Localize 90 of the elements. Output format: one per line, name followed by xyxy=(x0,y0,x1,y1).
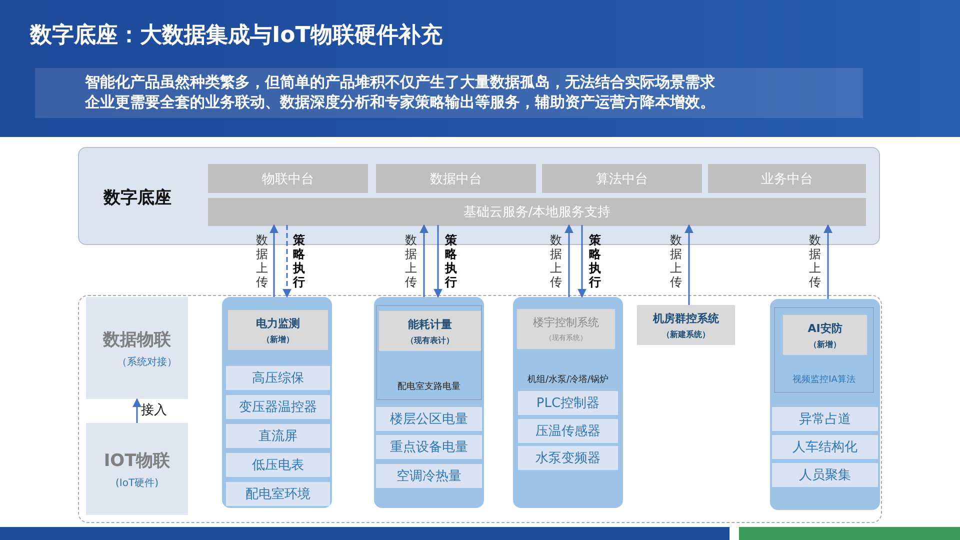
panel-note: 机组/水泵/冷塔/锅炉 xyxy=(526,374,610,386)
platform-band xyxy=(78,147,880,245)
system-column xyxy=(770,299,880,510)
box-label: 楼层公区电量 xyxy=(390,411,468,428)
arrow xyxy=(270,224,278,297)
system-column xyxy=(513,297,623,508)
edge-label: 策略执行 xyxy=(588,233,602,289)
box-label: 变压器温控器 xyxy=(239,399,317,416)
box-sublabel: （系统对接） xyxy=(116,356,177,368)
box-label: 基础云服务/本地服务支持 xyxy=(463,204,611,221)
device-box xyxy=(376,435,482,459)
arrow xyxy=(420,224,428,297)
device-box xyxy=(226,395,330,419)
box-label: 数据物联 xyxy=(103,328,171,350)
edge-label: 数据上传 xyxy=(808,233,822,289)
panel-note: 视频监控IA算法 xyxy=(792,374,856,386)
platform-box xyxy=(708,164,866,193)
title: 数字底座：大数据集成与IoT物联硬件补充 xyxy=(30,22,442,50)
system-header-box xyxy=(517,309,615,349)
arrow xyxy=(564,224,574,297)
system-panel xyxy=(774,307,874,393)
edge-label: 数据上传 xyxy=(669,233,683,289)
box-sublabel: （新建系统） xyxy=(662,328,710,340)
box-label: 压温传感器 xyxy=(536,423,600,440)
subtitle-text: 企业更需要全套的业务联动、数据深度分析和专家策略输出等服务，辅助资产运营方降本增效。 xyxy=(85,93,715,112)
box-label: 算法中台 xyxy=(596,170,648,188)
edge-label: 数据上传 xyxy=(255,233,269,289)
box-label: 物联中台 xyxy=(262,170,314,188)
edge-label: 策略执行 xyxy=(292,233,306,289)
box-label: 空调冷热量 xyxy=(396,468,462,485)
box-label: 业务中台 xyxy=(761,170,813,188)
box-label: 水泵变频器 xyxy=(536,450,600,467)
system-header-box xyxy=(637,305,735,345)
platform-box xyxy=(208,164,368,193)
edge-label: 接入 xyxy=(141,402,167,419)
device-box xyxy=(226,482,330,506)
device-box xyxy=(772,407,878,431)
edge-label: 策略执行 xyxy=(444,233,458,289)
arrow xyxy=(434,225,442,298)
box-label: 高压综保 xyxy=(252,370,304,387)
box-label: 配电室环境 xyxy=(246,486,310,503)
system-header-box xyxy=(379,311,481,351)
edge-label: 数据上传 xyxy=(404,233,418,289)
platform-box xyxy=(208,198,866,226)
system-header-box xyxy=(228,310,328,350)
system-column xyxy=(222,297,332,508)
arrow xyxy=(684,224,694,305)
device-box xyxy=(226,424,330,448)
device-box xyxy=(518,391,618,415)
box-label: 异常占道 xyxy=(799,411,851,428)
platform-box xyxy=(376,164,536,193)
device-box xyxy=(226,453,330,477)
box-label: 能耗计量 xyxy=(408,316,452,332)
device-box xyxy=(376,407,482,431)
section-title: 数字底座 xyxy=(102,187,172,209)
box-sublabel: (IoT硬件) xyxy=(116,476,158,490)
box-label: IOT物联 xyxy=(104,450,170,472)
box-sublabel: （新增） xyxy=(809,338,841,350)
arrow xyxy=(282,225,292,298)
device-box xyxy=(376,464,482,488)
platform-box xyxy=(542,164,702,193)
box-label: 楼宇控制系统 xyxy=(533,315,599,330)
box-label: 人员聚集 xyxy=(799,467,851,484)
device-box xyxy=(772,463,878,487)
system-panel xyxy=(376,305,482,400)
box-label: 直流屏 xyxy=(258,428,298,445)
category-box xyxy=(86,423,188,515)
device-box xyxy=(226,366,330,390)
subtitle-text: 智能化产品虽然种类繁多，但简单的产品堆积不仅产生了大量数据孤岛，无法结合实际场景需求 xyxy=(85,73,715,92)
device-box xyxy=(772,435,878,459)
arrow xyxy=(824,224,832,299)
device-box xyxy=(518,419,618,443)
box-label: 重点设备电量 xyxy=(390,439,468,456)
box-sublabel: （新增） xyxy=(262,334,294,344)
box-label: PLC控制器 xyxy=(536,395,600,412)
box-label: AI安防 xyxy=(808,320,842,336)
panel-note: 配电室支路电量 xyxy=(398,380,460,393)
arrow xyxy=(578,225,586,298)
arrow xyxy=(132,398,142,423)
box-sublabel: （现有表计） xyxy=(406,334,454,346)
device-box xyxy=(518,446,618,470)
system-header-box xyxy=(783,315,867,355)
box-label: 数据中台 xyxy=(430,170,482,188)
system-column xyxy=(374,297,484,508)
box-label: 机房群控系统 xyxy=(653,310,719,326)
box-label: 电力监测 xyxy=(256,316,300,330)
edge-label: 数据上传 xyxy=(549,233,563,289)
category-box xyxy=(86,297,188,399)
box-label: 人车结构化 xyxy=(792,439,858,456)
box-label: 低压电表 xyxy=(252,457,304,474)
